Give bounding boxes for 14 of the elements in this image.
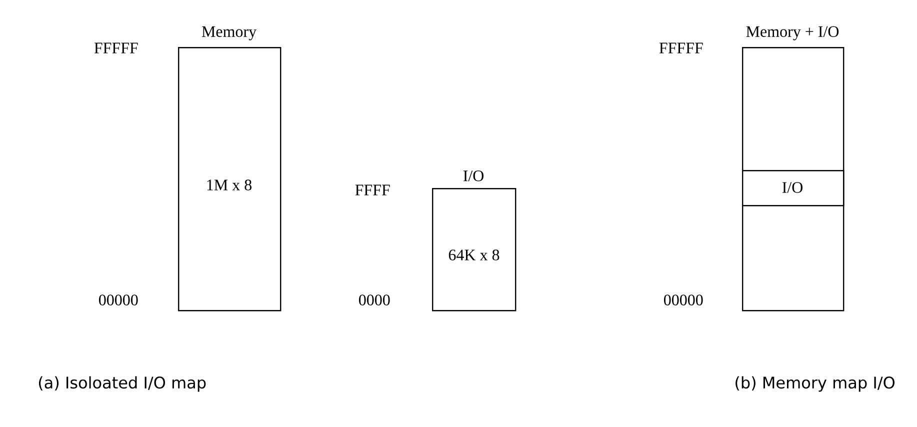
memory-box: I/O 64K x 8 [432,170,516,312]
caption: (a) Isoloated I/O map [39,376,206,392]
node-label: I/O [463,170,484,182]
node-label: Memory [202,26,257,40]
address-label: 0000 [359,294,390,306]
caption: (b) Memory map I/O [736,376,894,392]
node-label: Memory + I/O [746,26,839,40]
memory-box: Memory 1M x 8 [178,26,282,312]
address-label: 00000 [99,294,138,306]
address-label: 00000 [664,294,703,306]
io-band: I/O [742,170,844,206]
address-label: FFFFF [94,42,138,54]
address-label: FFFFF [659,42,703,54]
address-label: FFFF [355,184,390,196]
